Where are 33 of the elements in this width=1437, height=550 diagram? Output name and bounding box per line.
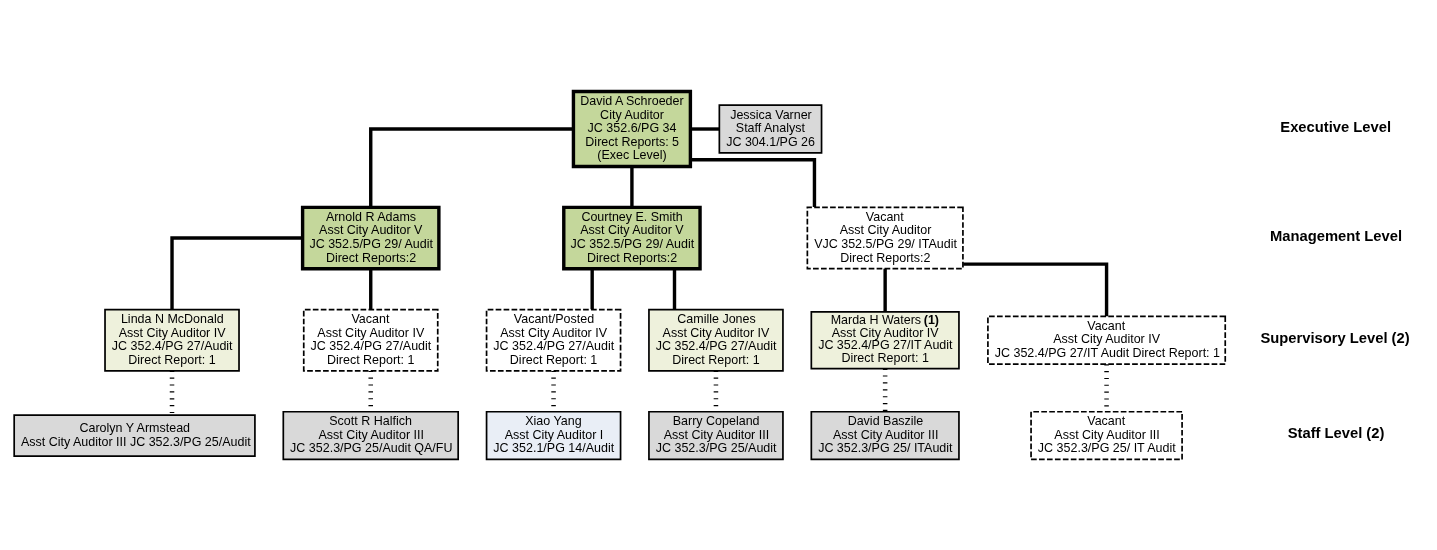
label: Management Level: [1270, 227, 1403, 244]
node-box: Vacant Asst City Auditor VJC 352.5/PG 29/ ITAudit Direct Reports:2: [806, 206, 964, 270]
connector: [169, 370, 175, 415]
connector: [590, 268, 594, 309]
connector: [690, 157, 817, 207]
connector: [672, 268, 677, 309]
node-box: Linda N McDonald Asst City Auditor IV JC 352.4/PG 27/Audit Direct Report: 1: [104, 308, 240, 372]
node-box: Carolyn Y Armstead Asst City Auditor III JC 352.3/PG 25/Audit: [13, 413, 256, 457]
node-box: Vacant Asst City Auditor III JC 352.3/PG 25/ IT Audit: [1030, 410, 1183, 460]
connector: [630, 166, 634, 207]
label: Executive Level: [1280, 118, 1392, 135]
connector: [883, 268, 887, 312]
connector: [369, 268, 373, 309]
label: Staff Level (2): [1287, 424, 1385, 441]
node-box: Scott R Halfich Asst City Auditor III JC 352.3/PG 25/Audit QA/FU: [282, 410, 460, 460]
connector: [963, 261, 1109, 316]
connector: [882, 368, 888, 411]
node-box: Vacant Asst City Auditor IV JC 352.4/PG 27/Audit Direct Report: 1: [302, 308, 439, 372]
node-box: Xiao Yang Asst City Auditor I JC 352.1/PG 14/Audit: [485, 410, 622, 460]
node-box: Marda H Waters (1) Asst City Auditor IV JC 352.4/PG 27/IT Audit Direct Report: 1: [810, 310, 960, 369]
node-box: David Baszile Asst City Auditor III JC 352.3/PG 25/ ITAudit: [810, 410, 960, 460]
node-box: Vacant Asst City Auditor IV JC 352.4/PG 27/IT Audit Direct Report: 1: [987, 315, 1227, 365]
node-box: Jessica Varner Staff Analyst JC 304.1/PG 26: [718, 103, 823, 154]
connector: [690, 126, 720, 131]
node-box: Barry Copeland Asst City Auditor III JC 352.3/PG 25/Audit: [648, 410, 784, 460]
connector: [369, 126, 574, 207]
node-box: Vacant/Posted Asst City Auditor IV JC 352.4/PG 27/Audit Direct Report: 1: [485, 308, 622, 372]
node-box: Arnold R Adams Asst City Auditor V JC 352.5/PG 29/ Audit Direct Reports:2: [300, 205, 441, 270]
connector: [170, 235, 303, 310]
node-box: Courtney E. Smith Asst City Auditor V JC 352.5/PG 29/ Audit Direct Reports:2: [562, 205, 702, 270]
label: Supervisory Level (2): [1260, 329, 1410, 346]
node-box: David A Schroeder City Auditor JC 352.6/PG 34 Direct Reports: 5 (Exec Level): [571, 89, 693, 168]
node-box: Camille Jones Asst City Auditor IV JC 352.4/PG 27/Audit Direct Report: 1: [648, 308, 784, 372]
